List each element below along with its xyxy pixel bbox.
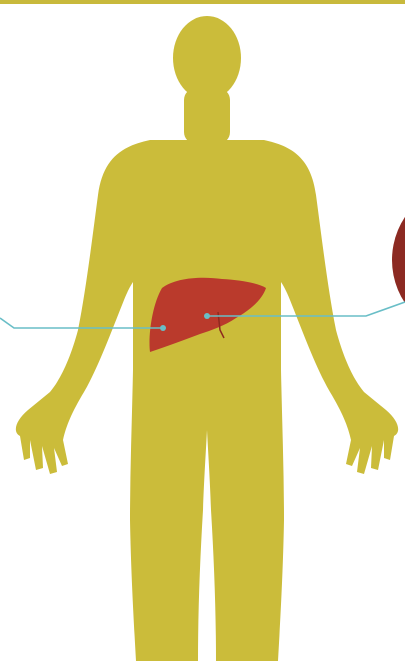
right-connector-dot — [204, 313, 210, 319]
top-rule — [0, 0, 405, 4]
left-connector-dot — [160, 325, 166, 331]
neck — [184, 88, 230, 144]
head — [173, 16, 241, 100]
human-body-silhouette — [16, 16, 398, 661]
torso-and-limbs — [16, 140, 398, 661]
edge-circle — [392, 182, 405, 338]
